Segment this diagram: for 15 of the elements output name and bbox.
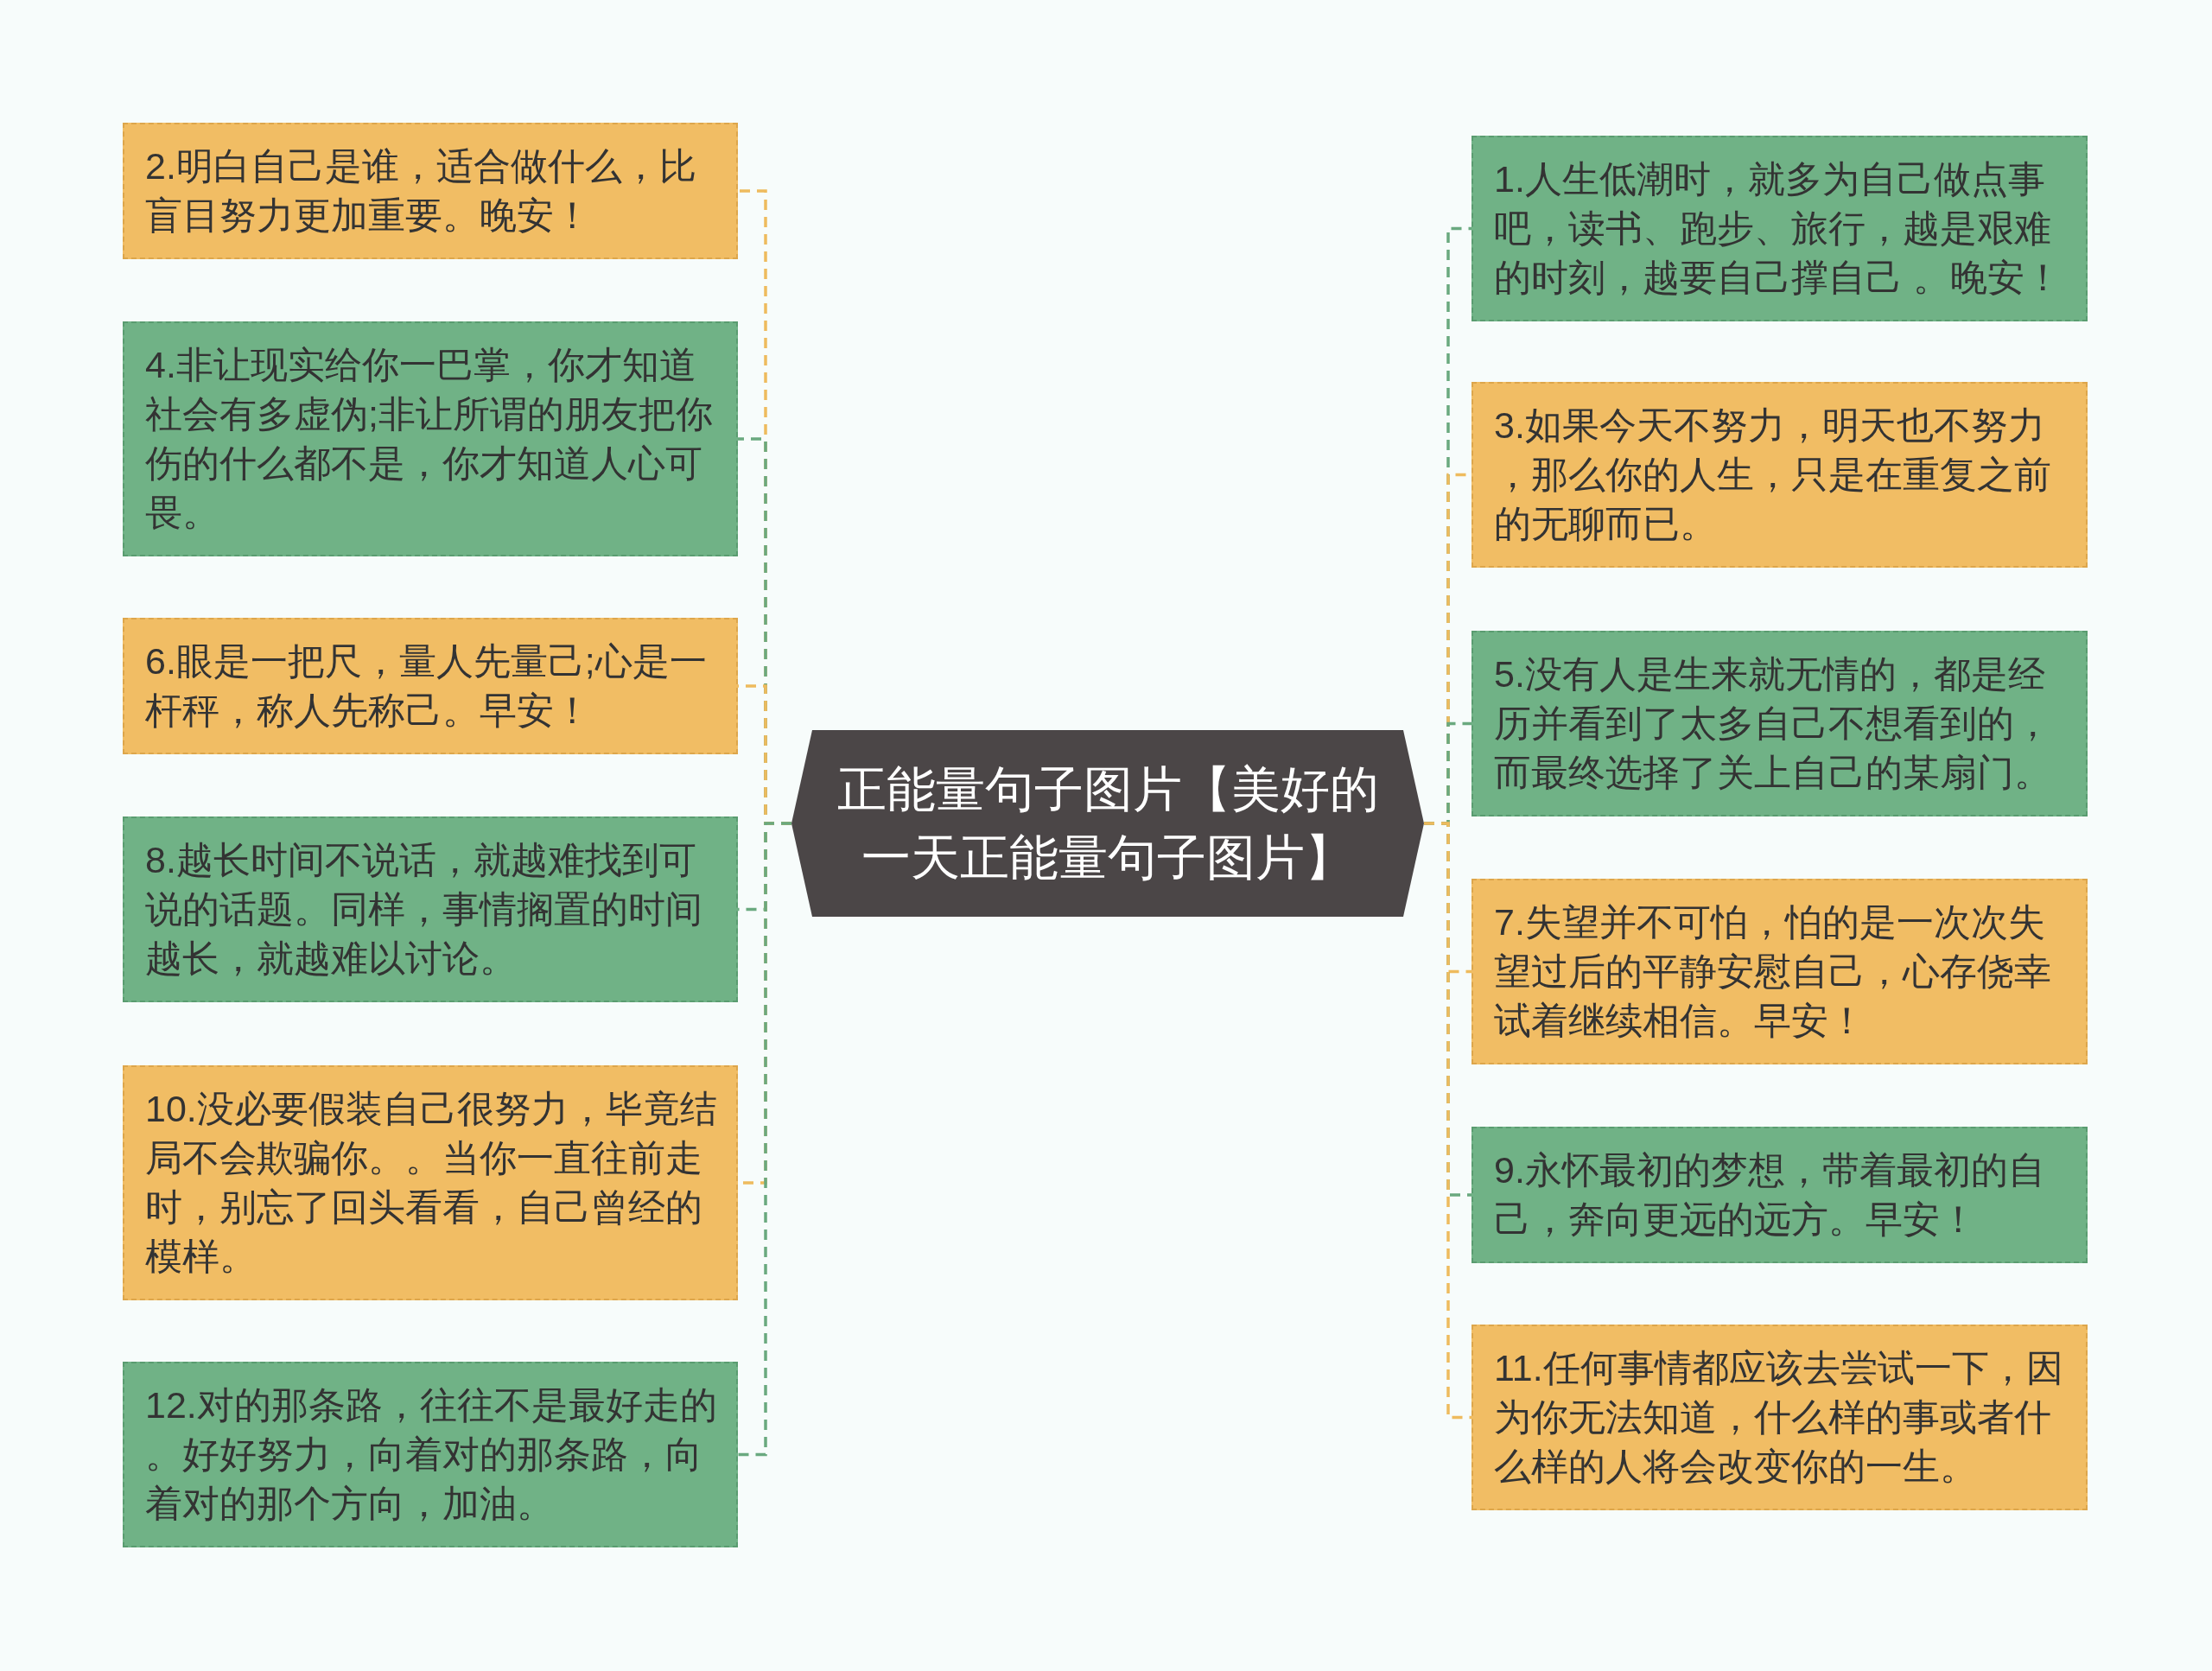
- connector-line: [738, 822, 791, 1457]
- quote-box: 6.眼是一把尺，量人先量己;心是一杆秤，称人先称己。早安！: [123, 618, 738, 754]
- quote-box: 8.越长时间不说话，就越难找到可说的话题。同样，事情搁置的时间越长，就越难以讨论。: [123, 816, 738, 1002]
- quote-box: 1.人生低潮时，就多为自己做点事吧，读书、跑步、旅行，越是艰难的时刻，越要自己撑自己 。晚安！: [1471, 136, 2088, 321]
- quote-box: 5.没有人是生来就无情的，都是经历并看到了太多自己不想看到的，而最终选择了关上自己的某扇门。: [1471, 631, 2088, 816]
- title-hexagon: 正能量句子图片【美好的一天正能量句子图片】: [791, 730, 1424, 917]
- quote-box: 11.任何事情都应该去尝试一下，因为你无法知道，什么样的事或者什么样的人将会改变你的一生。: [1471, 1325, 2088, 1510]
- quote-box: 7.失望并不可怕，怕的是一次次失望过后的平静安慰自己，心存侥幸试着继续相信。早安！: [1471, 879, 2088, 1064]
- quote-box: 2.明白自己是谁，适合做什么，比盲目努力更加重要。晚安！: [123, 123, 738, 259]
- quote-box: 10.没必要假装自己很努力，毕竟结局不会欺骗你。。当你一直往前走时，别忘了回头看看，自己曾经的模样。: [123, 1065, 738, 1300]
- quote-box: 12.对的那条路，往往不是最好走的。好好努力，向着对的那条路，向着对的那个方向，加油。: [123, 1362, 738, 1547]
- quote-box: 3.如果今天不努力，明天也不努力，那么你的人生，只是在重复之前的无聊而已。: [1471, 382, 2088, 568]
- quote-box: 9.永怀最初的梦想，带着最初的自己，奔向更远的远方。早安！: [1471, 1127, 2088, 1263]
- connector-line: [1424, 822, 1471, 1420]
- quote-box: 4.非让现实给你一巴掌，你才知道社会有多虚伪;非让所谓的朋友把你伤的什么都不是，你才知道人心可畏。: [123, 321, 738, 556]
